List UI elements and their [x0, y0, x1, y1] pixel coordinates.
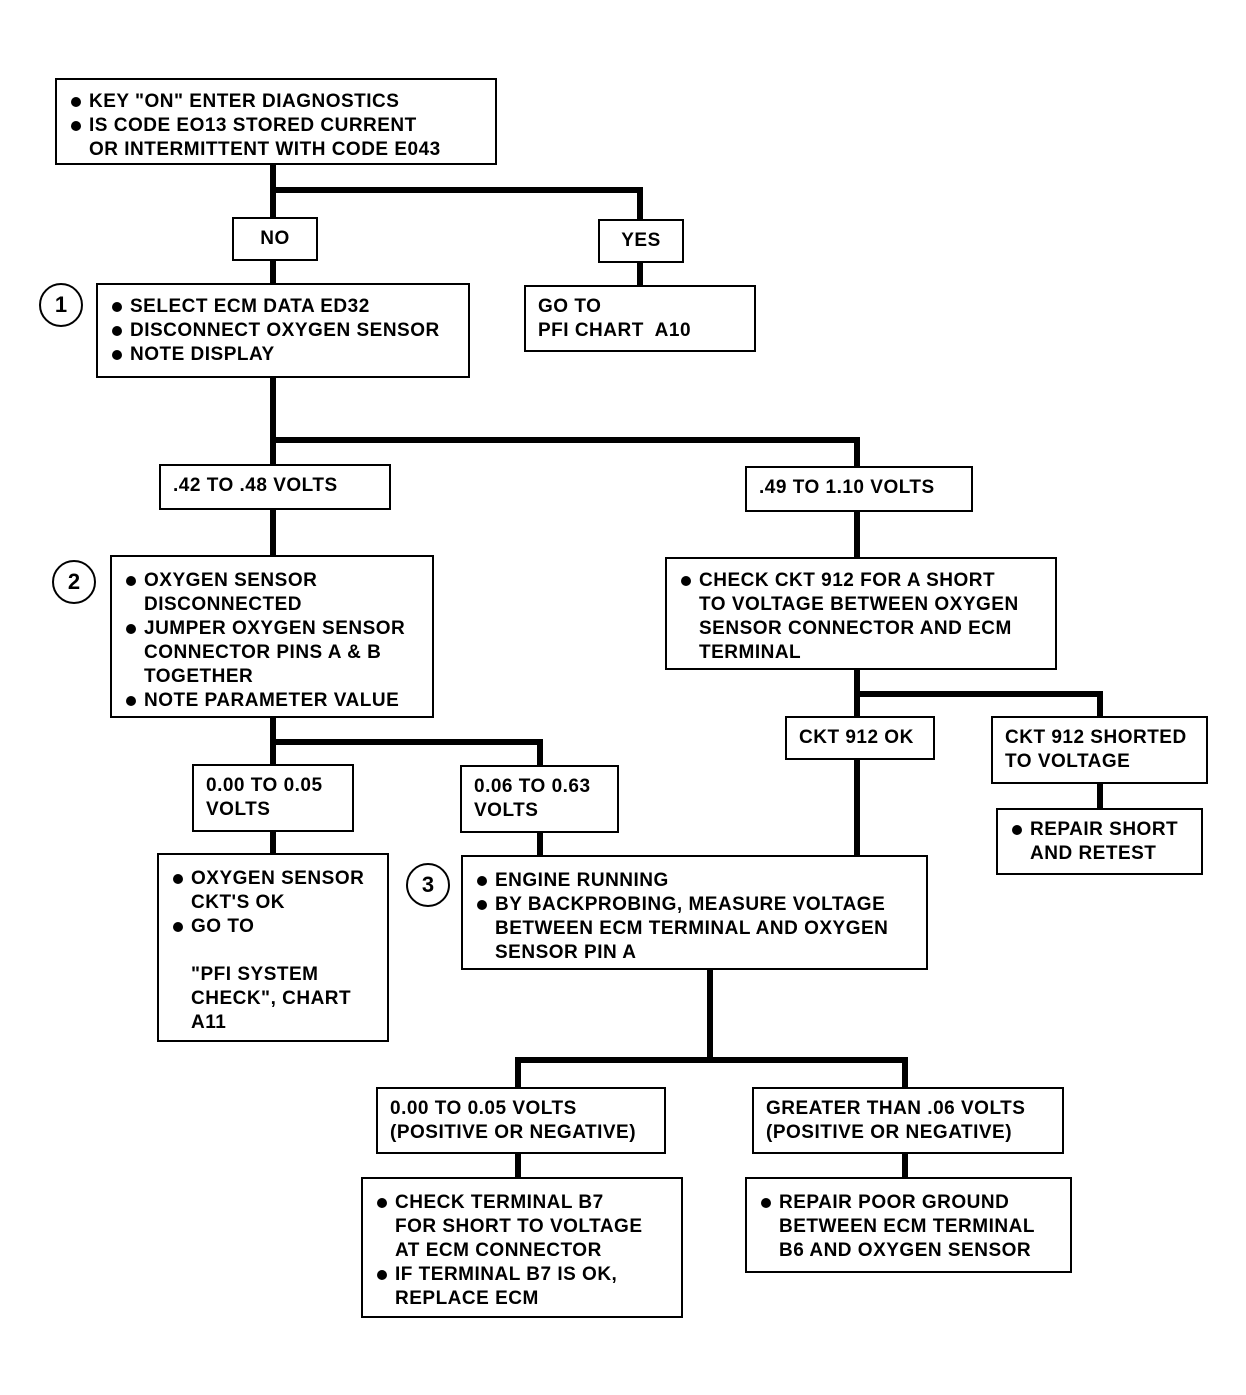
- step2-item-line: DISCONNECTED: [144, 594, 303, 615]
- branch-low-voltage-box: .42 TO .48 VOLTS: [159, 464, 391, 510]
- yes-label-box: YES: [598, 219, 684, 263]
- step-1-marker: 1: [39, 283, 83, 327]
- branch4-high-line: (POSITIVE OR NEGATIVE): [766, 1122, 1013, 1143]
- step2-item-line: CONNECTOR PINS A & B: [144, 642, 382, 663]
- step3-item: BY BACKPROBING, MEASURE VOLTAGE BETWEEN …: [475, 893, 914, 965]
- step3-item-line: BETWEEN ECM TERMINAL AND OXYGEN: [495, 918, 889, 939]
- branch3-high-box: 0.06 TO 0.63 VOLTS: [460, 765, 619, 833]
- branch4-low-line: 0.00 TO 0.05 VOLTS: [390, 1098, 577, 1119]
- repair-short-box: REPAIR SHORT AND RETEST: [996, 808, 1203, 875]
- step2-item: JUMPER OXYGEN SENSOR CONNECTOR PINS A & …: [124, 617, 420, 689]
- sensor-ok-item: OXYGEN SENSOR CKT'S OK: [171, 867, 375, 915]
- branch4-high-line: GREATER THAN .06 VOLTS: [766, 1098, 1026, 1119]
- check-ckt912-line: SENSOR CONNECTOR AND ECM: [699, 618, 1012, 639]
- step3-item-line: SENSOR PIN A: [495, 942, 637, 963]
- branch3-low-line: VOLTS: [206, 799, 271, 820]
- sensor-ok-line: OXYGEN SENSOR: [191, 868, 365, 889]
- ckt912-ok-label: CKT 912 OK: [799, 727, 914, 748]
- branch3-high-line: VOLTS: [474, 800, 539, 821]
- no-label-box: NO: [232, 217, 318, 261]
- repair-ground-box: REPAIR POOR GROUND BETWEEN ECM TERMINAL …: [745, 1177, 1072, 1273]
- check-ckt912-box: CHECK CKT 912 FOR A SHORT TO VOLTAGE BET…: [665, 557, 1057, 670]
- start-item-line: IS CODE EO13 STORED CURRENT: [89, 115, 417, 136]
- start-item-code-stored: IS CODE EO13 STORED CURRENT OR INTERMITT…: [69, 114, 483, 162]
- check-b7-line: FOR SHORT TO VOLTAGE: [395, 1216, 643, 1237]
- sensor-ok-item: GO TO "PFI SYSTEM CHECK", CHART A11: [171, 915, 375, 1035]
- check-b7-line: CHECK TERMINAL B7: [395, 1192, 604, 1213]
- step1-item: NOTE DISPLAY: [110, 343, 456, 367]
- no-label: NO: [260, 228, 290, 249]
- branch-high-voltage-label: .49 TO 1.10 VOLTS: [759, 477, 935, 498]
- step-3-marker: 3: [406, 863, 450, 907]
- check-b7-item: IF TERMINAL B7 IS OK, REPLACE ECM: [375, 1263, 669, 1311]
- repair-ground-item: REPAIR POOR GROUND BETWEEN ECM TERMINAL …: [759, 1191, 1058, 1263]
- step1-box: SELECT ECM DATA ED32 DISCONNECT OXYGEN S…: [96, 283, 470, 378]
- check-ckt912-item: CHECK CKT 912 FOR A SHORT TO VOLTAGE BET…: [679, 569, 1043, 665]
- check-b7-line: REPLACE ECM: [395, 1288, 539, 1309]
- step3-item: ENGINE RUNNING: [475, 869, 914, 893]
- step3-item-line: ENGINE RUNNING: [495, 870, 669, 891]
- step2-item-line: JUMPER OXYGEN SENSOR: [144, 618, 406, 639]
- step2-box: OXYGEN SENSOR DISCONNECTED JUMPER OXYGEN…: [110, 555, 434, 718]
- yes-label: YES: [621, 230, 661, 251]
- yes-action-line: PFI CHART A10: [538, 320, 692, 341]
- start-box: KEY "ON" ENTER DIAGNOSTICS IS CODE EO13 …: [55, 78, 497, 165]
- step1-item-line: DISCONNECT OXYGEN SENSOR: [130, 320, 440, 341]
- check-b7-box: CHECK TERMINAL B7 FOR SHORT TO VOLTAGE A…: [361, 1177, 683, 1318]
- start-item-line: KEY "ON" ENTER DIAGNOSTICS: [89, 91, 400, 112]
- yes-action-line: GO TO: [538, 296, 602, 317]
- start-item-line: OR INTERMITTENT WITH CODE E043: [89, 139, 441, 160]
- check-ckt912-line: CHECK CKT 912 FOR A SHORT: [699, 570, 996, 591]
- sensor-ok-line: CKT'S OK: [191, 892, 286, 913]
- ckt912-shorted-line: TO VOLTAGE: [1005, 751, 1131, 772]
- step3-item-line: BY BACKPROBING, MEASURE VOLTAGE: [495, 894, 886, 915]
- repair-short-line: AND RETEST: [1030, 843, 1157, 864]
- check-ckt912-line: TERMINAL: [699, 642, 802, 663]
- branch3-high-line: 0.06 TO 0.63: [474, 776, 591, 797]
- step1-item: SELECT ECM DATA ED32: [110, 295, 456, 319]
- step1-item-line: NOTE DISPLAY: [130, 344, 275, 365]
- check-b7-item: CHECK TERMINAL B7 FOR SHORT TO VOLTAGE A…: [375, 1191, 669, 1263]
- sensor-ok-line: [191, 939, 375, 963]
- check-b7-line: IF TERMINAL B7 IS OK,: [395, 1264, 618, 1285]
- connector-start-split: [270, 162, 643, 293]
- sensor-ok-line: CHECK", CHART: [191, 988, 352, 1009]
- sensor-ok-line: "PFI SYSTEM: [191, 964, 319, 985]
- step1-item-line: SELECT ECM DATA ED32: [130, 296, 370, 317]
- step3-box: ENGINE RUNNING BY BACKPROBING, MEASURE V…: [461, 855, 928, 970]
- check-b7-line: AT ECM CONNECTOR: [395, 1240, 602, 1261]
- sensor-ok-box: OXYGEN SENSOR CKT'S OK GO TO "PFI SYSTEM…: [157, 853, 389, 1042]
- connector-step3-split: [515, 967, 908, 1183]
- sensor-ok-line: A11: [191, 1012, 227, 1033]
- step2-item: NOTE PARAMETER VALUE: [124, 689, 420, 713]
- branch-high-voltage-box: .49 TO 1.10 VOLTS: [745, 466, 973, 512]
- branch4-high-box: GREATER THAN .06 VOLTS (POSITIVE OR NEGA…: [752, 1087, 1064, 1154]
- repair-ground-line: B6 AND OXYGEN SENSOR: [779, 1240, 1032, 1261]
- step1-item: DISCONNECT OXYGEN SENSOR: [110, 319, 456, 343]
- branch4-low-box: 0.00 TO 0.05 VOLTS (POSITIVE OR NEGATIVE…: [376, 1087, 666, 1154]
- yes-action-box: GO TO PFI CHART A10: [524, 285, 756, 352]
- sensor-ok-line: GO TO: [191, 916, 255, 937]
- step2-item-line: NOTE PARAMETER VALUE: [144, 690, 400, 711]
- ckt912-ok-box: CKT 912 OK: [785, 716, 935, 760]
- ckt912-shorted-line: CKT 912 SHORTED: [1005, 727, 1187, 748]
- step2-item: OXYGEN SENSOR DISCONNECTED: [124, 569, 420, 617]
- repair-ground-line: BETWEEN ECM TERMINAL: [779, 1216, 1035, 1237]
- ckt912-shorted-box: CKT 912 SHORTED TO VOLTAGE: [991, 716, 1208, 784]
- step2-item-line: OXYGEN SENSOR: [144, 570, 318, 591]
- step-2-marker: 2: [52, 560, 96, 604]
- repair-short-item: REPAIR SHORT AND RETEST: [1010, 818, 1189, 866]
- check-ckt912-line: TO VOLTAGE BETWEEN OXYGEN: [699, 594, 1019, 615]
- branch-low-voltage-label: .42 TO .48 VOLTS: [173, 475, 338, 496]
- branch3-low-line: 0.00 TO 0.05: [206, 775, 323, 796]
- branch3-low-box: 0.00 TO 0.05 VOLTS: [192, 764, 354, 832]
- step2-item-line: TOGETHER: [144, 666, 254, 687]
- repair-ground-line: REPAIR POOR GROUND: [779, 1192, 1010, 1213]
- repair-short-line: REPAIR SHORT: [1030, 819, 1179, 840]
- branch4-low-line: (POSITIVE OR NEGATIVE): [390, 1122, 637, 1143]
- start-item-key-on: KEY "ON" ENTER DIAGNOSTICS: [69, 90, 483, 114]
